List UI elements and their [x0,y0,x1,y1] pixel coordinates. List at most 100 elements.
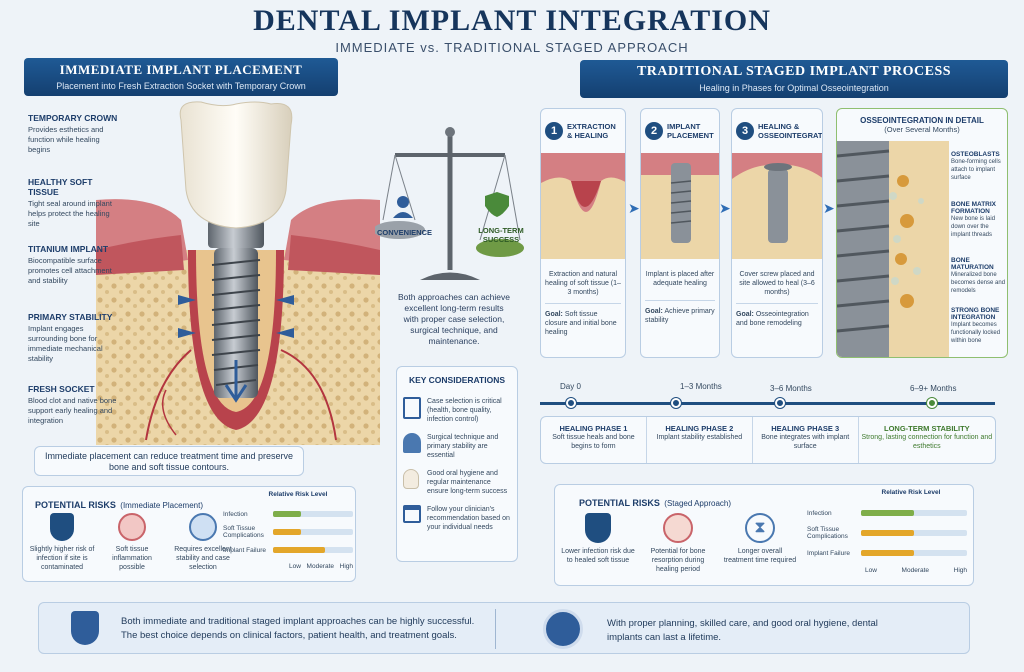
tooth-badge-icon [543,609,583,649]
shield-tooth-icon [585,513,611,543]
step-number-badge: 3 [736,122,754,140]
shield-tooth-icon [50,513,74,541]
immediate-banner-subtitle: Placement into Fresh Extraction Socket w… [56,81,306,91]
step-title: HEALING & OSSEOINTEGRATION [758,122,823,140]
arrow-right-icon: ➤ [628,200,640,216]
staged-banner-title: TRADITIONAL STAGED IMPLANT PROCESS [636,64,952,79]
risk-row: Implant Failure [807,543,967,563]
timeline-tick: 1–3 Months [680,382,722,391]
scale-left-label: CONVENIENCE [377,228,433,237]
label-temporary-crown: TEMPORARY CROWN Provides esthetics and f… [28,113,118,154]
risk-chart: Infection Soft Tissue Complications Impl… [807,503,967,574]
risk-bar [861,530,914,536]
step-goal: Achieve primary stability [645,308,715,324]
detail-item-bone-maturation: BONE MATURATION Mineralized bone becomes… [951,257,1006,294]
bone-resorption-icon [663,513,693,543]
detail-item-bone-matrix: BONE MATRIX FORMATION New bone is laid d… [951,201,997,238]
risk-axis: Low Moderate High [289,563,353,570]
step-3-panel: 3 HEALING & OSSEOINTEGRATION Cover screw… [731,108,823,358]
step-number-badge: 2 [645,122,663,140]
step-goal: Soft tissue closure and initial bone hea… [545,311,617,336]
staged-banner: TRADITIONAL STAGED IMPLANT PROCESS Heali… [580,60,1008,98]
risk-item: Soft tissue inflammation possible [99,513,165,572]
calendar-icon [403,505,421,523]
detail-subtitle: (Over Several Months) [884,125,960,134]
immediate-banner: IMMEDIATE IMPLANT PLACEMENT Placement in… [24,58,338,96]
risk-bar [273,511,301,517]
risk-bar [273,529,301,535]
consideration-item: Case selection is critical (health, bone… [403,397,511,424]
timeline-ticks: Day 0 1–3 Months 3–6 Months 6–9+ Months [540,382,1000,402]
phase-item: HEALING PHASE 2 Implant stability establ… [647,417,753,463]
timeline-marker [775,398,785,408]
tooth-shield-icon [71,611,99,645]
immediate-note: Immediate placement can reduce treatment… [34,446,304,476]
phase-item: HEALING PHASE 1 Soft tissue heals and bo… [541,417,647,463]
risks-staged-panel: POTENTIAL RISKS (Staged Approach) Lower … [554,484,974,586]
footer-left-text: Both immediate and traditional staged im… [121,616,475,641]
step-desc: Extraction and natural healing of soft t… [545,271,621,296]
risk-item: Potential for bone resorption during hea… [641,513,715,574]
step-desc: Cover screw placed and site allowed to h… [739,271,815,296]
label-primary-stability: PRIMARY STABILITY Implant engages surrou… [28,312,113,363]
timeline-marker [927,398,937,408]
risk-row: Soft Tissue Complications [807,523,967,543]
page-subtitle: IMMEDIATE vs. TRADITIONAL STAGED APPROAC… [335,40,689,55]
bone-cells-icon [189,513,217,541]
risks-title: POTENTIAL RISKS (Immediate Placement) [35,500,203,510]
timeline-tick: Day 0 [560,382,581,391]
step-2-panel: 2 IMPLANT PLACEMENT Implant is placed af… [640,108,720,358]
risk-axis: Low Moderate High [865,567,967,574]
consideration-item: Follow your clinician's recommendation b… [403,505,511,532]
healing-phases-panel: HEALING PHASE 1 Soft tissue heals and bo… [540,416,996,464]
risk-row: Implant Failure [223,541,353,559]
immediate-banner-title: IMMEDIATE IMPLANT PLACEMENT [59,62,303,77]
footer-divider [495,609,496,649]
key-considerations-title: KEY CONSIDERATIONS [408,375,506,385]
step-title: IMPLANT PLACEMENT [667,122,714,140]
staged-banner-subtitle: Healing in Phases for Optimal Osseointeg… [699,83,889,93]
timeline-line [540,402,995,405]
risk-item: Requires excellent stability and case se… [169,513,237,572]
timeline-tick: 3–6 Months [770,384,812,393]
risk-bar [861,510,914,516]
immediate-implant-illustration [96,101,380,445]
timeline-tick: 6–9+ Months [910,384,957,393]
risk-chart: Infection Soft Tissue Complications Impl… [223,505,353,570]
implant-placement-illustration [641,153,719,259]
footer-right-text: With proper planning, skilled care, and … [607,618,878,643]
step-goal: Osseointegration and bone remodeling [736,311,809,327]
risk-item: ⧗ Longer overall treatment time required [723,513,797,565]
consideration-item: Surgical technique and primary stability… [403,433,511,460]
risk-row: Soft Tissue Complications [223,523,353,541]
key-considerations-panel: KEY CONSIDERATIONS Case selection is cri… [396,366,518,562]
consideration-item: Good oral hygiene and regular maintenanc… [403,469,511,496]
osseointegration-detail-panel: OSSEOINTEGRATION IN DETAIL (Over Several… [836,108,1008,358]
arrow-right-icon: ➤ [823,200,835,216]
phase-item: LONG-TERM STABILITY Strong, lasting conn… [861,424,993,450]
hourglass-icon: ⧗ [745,513,775,543]
risks-immediate-panel: POTENTIAL RISKS (Immediate Placement) Sl… [22,486,356,582]
inflamed-gum-icon [118,513,146,541]
risk-row: Infection [223,505,353,523]
step-number-badge: 1 [545,122,563,140]
balance-scale-illustration [375,127,524,280]
step-title: EXTRACTION & HEALING [567,122,616,140]
page-title: DENTAL IMPLANT INTEGRATION [253,4,771,37]
arrow-right-icon: ➤ [719,200,731,216]
risk-row: Infection [807,503,967,523]
step-desc: Implant is placed after adequate healing [645,271,715,287]
scale-text: Both approaches can achieve excellent lo… [398,292,510,346]
footer-panel: Both immediate and traditional staged im… [38,602,970,654]
scale-right-label: LONG-TERM SUCCESS [478,226,524,244]
risk-item: Lower infection risk due to healed soft … [561,513,635,565]
timeline-marker [671,398,681,408]
detail-item-osteoblasts: OSTEOBLASTS Bone-forming cells attach to… [951,151,1001,181]
detail-item-strong-integration: STRONG BONE INTEGRATION Implant becomes … [951,307,1001,344]
goal-label: Goal: [645,308,663,315]
detail-title: OSSEOINTEGRATION IN DETAIL [860,116,984,125]
phase-item: HEALING PHASE 3 Bone integrates with imp… [753,417,859,463]
risks-title: POTENTIAL RISKS (Staged Approach) [579,498,732,508]
risk-chart-title: Relative Risk Level [268,491,328,498]
label-titanium-implant: TITANIUM IMPLANT Biocompatible surface p… [28,244,112,285]
